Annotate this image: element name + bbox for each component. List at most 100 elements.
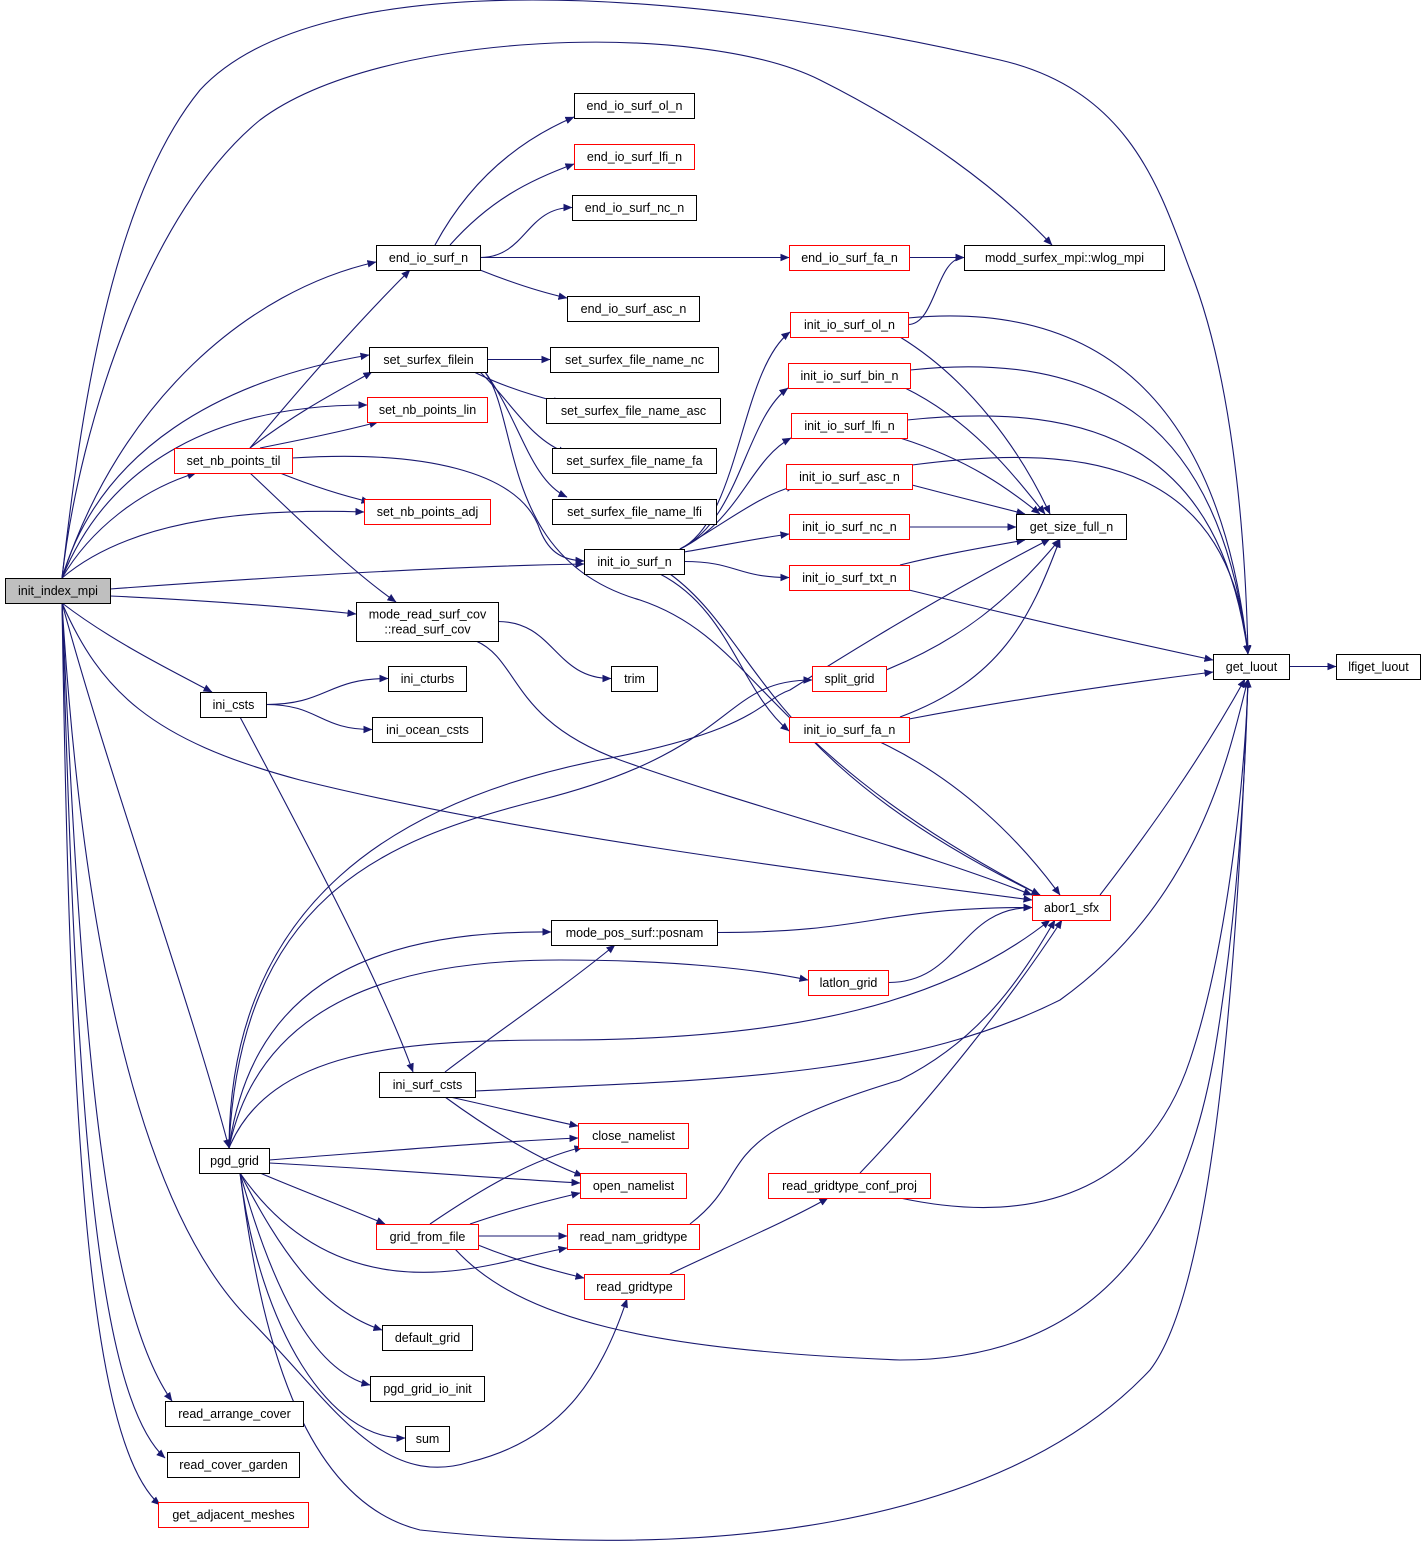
node-end-io-surf-asc-n[interactable]: end_io_surf_asc_n — [567, 296, 700, 322]
node-ini-surf-csts[interactable]: ini_surf_csts — [379, 1072, 476, 1098]
edge-grid-from-file-to-close-namelist — [429, 1145, 584, 1225]
node-label: init_io_surf_lfi_n — [804, 419, 894, 433]
node-box — [551, 920, 718, 946]
node-init-io-surf-ol-n[interactable]: init_io_surf_ol_n — [790, 312, 909, 338]
node-label: set_nb_points_lin — [379, 403, 476, 417]
edge-pgd-grid-to-read-nam-gridtype — [239, 1172, 568, 1273]
node-box — [572, 195, 697, 221]
node-label: mode_read_surf_cov — [369, 608, 487, 622]
edge-init-io-surf-n-to-init-io-surf-txt-n — [683, 560, 790, 582]
edge-pgd-grid-to-grid-from-file — [259, 1172, 386, 1225]
edge-split-grid-to-get-size-full-n — [885, 538, 1061, 671]
node-set-nb-points-lin[interactable]: set_nb_points_lin — [367, 397, 488, 423]
node-label: get_size_full_n — [1030, 520, 1113, 534]
node-abor1-sfx[interactable]: abor1_sfx — [1032, 895, 1111, 921]
node-label: init_io_surf_txt_n — [802, 571, 897, 585]
node-label: pgd_grid — [210, 1154, 259, 1168]
edge-init-io-surf-ol-n-to-get-size-full-n — [899, 336, 1051, 515]
edge-init-index-mpi-to-set-nb-points-lin — [61, 401, 368, 579]
node-set-nb-points-til[interactable]: set_nb_points_til — [174, 448, 293, 474]
node-set-surfex-file-name-asc[interactable]: set_surfex_file_name_asc — [546, 398, 721, 424]
edge-layer — [61, 0, 1337, 1541]
node-box — [584, 1274, 685, 1300]
node-init-io-surf-fa-n[interactable]: init_io_surf_fa_n — [789, 717, 910, 743]
node-sum[interactable]: sum — [405, 1426, 450, 1452]
node-split-grid[interactable]: split_grid — [812, 666, 887, 692]
edge-init-io-surf-fa-n-to-abor1-sfx — [879, 741, 1061, 896]
node-box — [1032, 895, 1111, 921]
node-end-io-surf-fa-n[interactable]: end_io_surf_fa_n — [789, 245, 910, 271]
node-box — [789, 717, 910, 743]
node-get-adjacent-meshes[interactable]: get_adjacent_meshes — [158, 1502, 309, 1528]
node-set-surfex-filein[interactable]: set_surfex_filein — [369, 347, 488, 373]
node-close-namelist[interactable]: close_namelist — [578, 1123, 689, 1149]
node-set-surfex-file-name-fa[interactable]: set_surfex_file_name_fa — [552, 448, 717, 474]
edge-grid-from-file-to-read-gridtype — [477, 1244, 585, 1280]
node-read-arrange-cover[interactable]: read_arrange_cover — [165, 1401, 304, 1427]
node-box — [382, 1325, 473, 1351]
node-init-io-surf-lfi-n[interactable]: init_io_surf_lfi_n — [791, 413, 908, 439]
node-set-surfex-file-name-lfi[interactable]: set_surfex_file_name_lfi — [552, 499, 717, 525]
node-box — [158, 1502, 309, 1528]
node-box — [546, 398, 721, 424]
node-label: init_io_surf_nc_n — [802, 520, 897, 534]
node-box — [364, 499, 491, 525]
node-read-surf-cov[interactable]: mode_read_surf_cov::read_surf_cov — [356, 602, 499, 642]
node-end-io-surf-n[interactable]: end_io_surf_n — [376, 245, 481, 271]
node-grid-from-file[interactable]: grid_from_file — [376, 1224, 479, 1250]
edge-init-index-mpi-to-wlog-mpi — [61, 41, 1053, 579]
node-end-io-surf-lfi-n[interactable]: end_io_surf_lfi_n — [574, 144, 695, 170]
node-get-luout[interactable]: get_luout — [1213, 654, 1290, 680]
node-set-surfex-file-name-nc[interactable]: set_surfex_file_name_nc — [550, 347, 719, 373]
node-init-io-surf-nc-n[interactable]: init_io_surf_nc_n — [789, 514, 910, 540]
edge-pgd-grid-to-get-size-full-n — [228, 538, 1051, 1149]
node-box — [789, 565, 910, 591]
node-label: read_cover_garden — [179, 1458, 287, 1472]
node-pgd-grid-io-init[interactable]: pgd_grid_io_init — [370, 1376, 485, 1402]
node-ini-ocean-csts[interactable]: ini_ocean_csts — [372, 717, 483, 743]
node-init-index-mpi[interactable]: init_index_mpi — [5, 578, 111, 604]
node-init-io-surf-txt-n[interactable]: init_io_surf_txt_n — [789, 565, 910, 591]
node-default-grid[interactable]: default_grid — [382, 1325, 473, 1351]
node-box — [369, 347, 488, 373]
node-get-size-full-n[interactable]: get_size_full_n — [1016, 514, 1127, 540]
node-label: set_surfex_file_name_fa — [566, 454, 702, 468]
edge-init-io-surf-fa-n-to-get-luout — [908, 669, 1214, 720]
edge-ini-csts-to-ini-cturbs — [265, 674, 389, 706]
node-ini-cturbs[interactable]: ini_cturbs — [388, 666, 467, 692]
node-label: ini_surf_csts — [393, 1078, 462, 1092]
edge-read-gridtype-to-read-gridtype-conf-proj — [669, 1197, 829, 1275]
edge-init-index-mpi-to-read-surf-cov — [109, 595, 357, 617]
node-ini-csts[interactable]: ini_csts — [200, 692, 267, 718]
node-box — [552, 499, 717, 525]
node-init-io-surf-bin-n[interactable]: init_io_surf_bin_n — [788, 363, 911, 389]
node-read-cover-garden[interactable]: read_cover_garden — [167, 1452, 300, 1478]
node-latlon-grid[interactable]: latlon_grid — [808, 970, 889, 996]
node-trim[interactable]: trim — [611, 666, 658, 692]
node-box — [367, 397, 488, 423]
node-end-io-surf-ol-n[interactable]: end_io_surf_ol_n — [574, 93, 695, 119]
node-label: abor1_sfx — [1044, 901, 1100, 915]
node-read-gridtype-conf-proj[interactable]: read_gridtype_conf_proj — [768, 1173, 931, 1199]
node-layer: init_index_mpi end_io_surf_ol_n end_io_sur… — [5, 93, 1421, 1528]
node-init-io-surf-asc-n[interactable]: init_io_surf_asc_n — [786, 464, 913, 490]
edge-read-gridtype-conf-proj-to-get-luout — [899, 678, 1252, 1209]
edge-init-io-surf-n-to-init-io-surf-ol-n — [679, 331, 791, 550]
node-posnam[interactable]: mode_pos_surf::posnam — [551, 920, 718, 946]
edge-ini-csts-to-ini-surf-csts — [239, 716, 414, 1073]
node-label: ini_ocean_csts — [386, 723, 469, 737]
edge-posnam-to-abor1-sfx — [716, 903, 1033, 934]
edge-init-index-mpi-to-end-io-surf-n — [61, 260, 377, 579]
node-pgd-grid[interactable]: pgd_grid — [199, 1148, 270, 1174]
node-set-nb-points-adj[interactable]: set_nb_points_adj — [364, 499, 491, 525]
node-end-io-surf-nc-n[interactable]: end_io_surf_nc_n — [572, 195, 697, 221]
edge-pgd-grid-to-get-luout — [239, 678, 1252, 1541]
node-read-nam-gridtype[interactable]: read_nam_gridtype — [567, 1224, 700, 1250]
node-label: pgd_grid_io_init — [383, 1382, 472, 1396]
node-open-namelist[interactable]: open_namelist — [580, 1173, 687, 1199]
node-init-io-surf-n[interactable]: init_io_surf_n — [584, 549, 685, 575]
node-lfiget-luout[interactable]: lfiget_luout — [1336, 654, 1421, 680]
node-wlog-mpi[interactable]: modd_surfex_mpi::wlog_mpi — [964, 245, 1165, 271]
node-read-gridtype[interactable]: read_gridtype — [584, 1274, 685, 1300]
edge-init-io-surf-n-to-init-io-surf-asc-n — [679, 484, 796, 550]
